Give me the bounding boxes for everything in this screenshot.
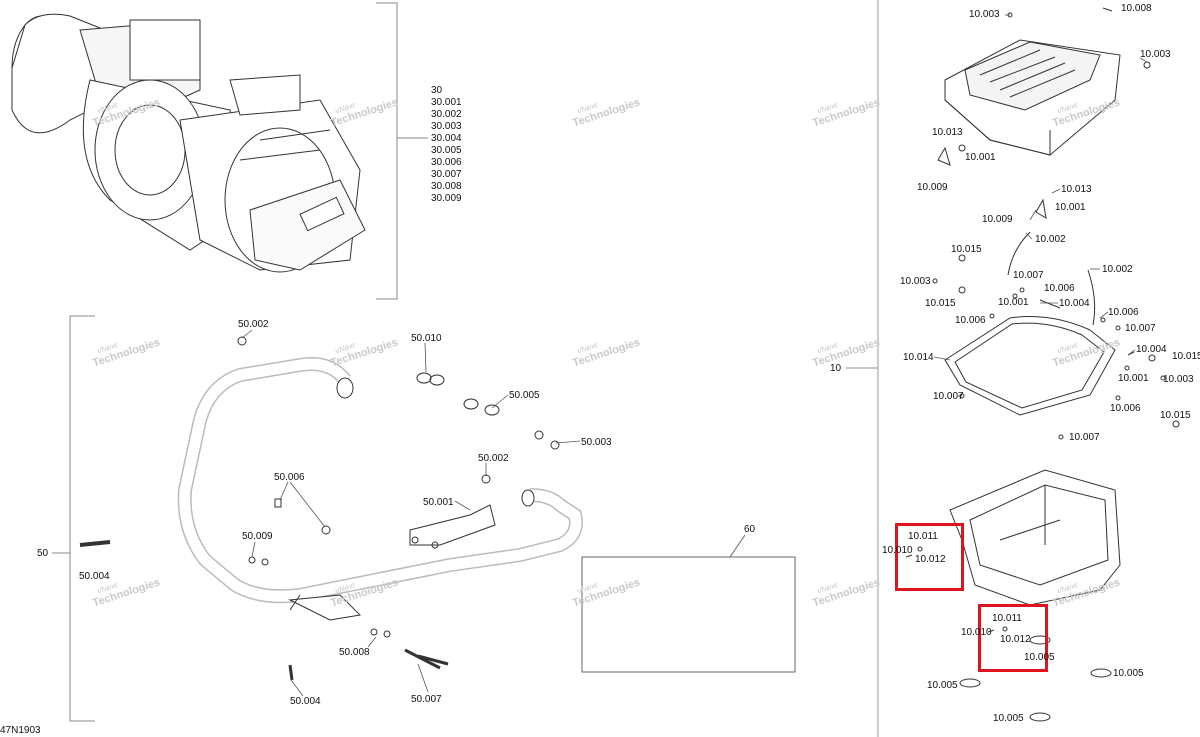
part-label-10-013[interactable]: 10.013 <box>1061 184 1092 195</box>
part-label-10-001[interactable]: 10.001 <box>1118 373 1149 384</box>
winch-part-30-003[interactable]: 30.003 <box>431 121 462 132</box>
part-label-10-007[interactable]: 10.007 <box>1125 323 1156 334</box>
winch-drawing <box>11 13 366 273</box>
part-label-10-015[interactable]: 10.015 <box>1172 351 1200 362</box>
part-label-10-010[interactable]: 10.010 <box>961 627 992 638</box>
part-label-10-006[interactable]: 10.006 <box>1108 307 1139 318</box>
part-label-10-006[interactable]: 10.006 <box>955 315 986 326</box>
part-label-10-002[interactable]: 10.002 <box>1035 234 1066 245</box>
part-label-10-007[interactable]: 10.007 <box>1069 432 1100 443</box>
part-label-10-001[interactable]: 10.001 <box>998 297 1029 308</box>
group-ref-50[interactable]: 50 <box>37 548 49 559</box>
winch-part-30-006[interactable]: 30.006 <box>431 157 462 168</box>
bumper-bracket <box>69 315 95 722</box>
winch-part-30[interactable]: 30 <box>431 85 443 96</box>
winch-part-30-009[interactable]: 30.009 <box>431 193 462 204</box>
part-label-10-005[interactable]: 10.005 <box>927 680 958 691</box>
part-label-50-004[interactable]: 50.004 <box>79 571 110 582</box>
part-label-50-009[interactable]: 50.009 <box>242 531 273 542</box>
part-label-10-002[interactable]: 10.002 <box>1102 264 1133 275</box>
winch-part-30-002[interactable]: 30.002 <box>431 109 462 120</box>
box-hardware <box>905 7 1180 633</box>
part-label-10-015[interactable]: 10.015 <box>925 298 956 309</box>
seal-drawing <box>944 316 1116 416</box>
part-label-10-005[interactable]: 10.005 <box>1113 668 1144 679</box>
part-label-50-010[interactable]: 50.010 <box>411 333 442 344</box>
part-label-10-003[interactable]: 10.003 <box>1140 49 1171 60</box>
group-ref-10[interactable]: 10 <box>830 363 842 374</box>
part-label-10-003[interactable]: 10.003 <box>900 276 931 287</box>
part-label-50-006[interactable]: 50.006 <box>274 472 305 483</box>
part-label-10-001[interactable]: 10.001 <box>965 152 996 163</box>
part-label-10-003[interactable]: 10.003 <box>1163 374 1194 385</box>
bumper-drawing <box>79 336 583 681</box>
part-label-50-002[interactable]: 50.002 <box>238 319 269 330</box>
part-label-10-006[interactable]: 10.006 <box>1110 403 1141 414</box>
part-label-10-006[interactable]: 10.006 <box>1044 283 1075 294</box>
winch-bracket <box>376 2 398 300</box>
part-label-10-009[interactable]: 10.009 <box>982 214 1013 225</box>
part-label-50-003[interactable]: 50.003 <box>581 437 612 448</box>
part-label-10-004[interactable]: 10.004 <box>1059 298 1090 309</box>
group-ref-60[interactable]: 60 <box>744 524 756 535</box>
part-label-10-009[interactable]: 10.009 <box>917 182 948 193</box>
part-label-10-015[interactable]: 10.015 <box>951 244 982 255</box>
highlight-box <box>895 523 964 591</box>
part-label-10-001[interactable]: 10.001 <box>1055 202 1086 213</box>
part-label-50-008[interactable]: 50.008 <box>339 647 370 658</box>
part-label-10-010[interactable]: 10.010 <box>882 545 913 556</box>
part-label-10-012[interactable]: 10.012 <box>915 554 946 565</box>
part-label-50-001[interactable]: 50.001 <box>423 497 454 508</box>
storage-lid-drawing <box>944 39 1121 156</box>
part-label-50-002[interactable]: 50.002 <box>478 453 509 464</box>
storage-body-drawing <box>949 469 1121 722</box>
winch-part-30-008[interactable]: 30.008 <box>431 181 462 192</box>
part-label-50-005[interactable]: 50.005 <box>509 390 540 401</box>
winch-part-30-005[interactable]: 30.005 <box>431 145 462 156</box>
part-label-50-007[interactable]: 50.007 <box>411 694 442 705</box>
winch-part-30-007[interactable]: 30.007 <box>431 169 462 180</box>
part-label-10-014[interactable]: 10.014 <box>903 352 934 363</box>
part-label-10-004[interactable]: 10.004 <box>1136 344 1167 355</box>
part-label-10-005[interactable]: 10.005 <box>993 713 1024 724</box>
leader-lines <box>241 14 1148 697</box>
part-label-10-011[interactable]: 10.011 <box>992 613 1022 624</box>
part-label-10-005[interactable]: 10.005 <box>1024 652 1055 663</box>
part-label-10-012[interactable]: 10.012 <box>1000 634 1031 645</box>
part-label-10-003[interactable]: 10.003 <box>969 9 1000 20</box>
figure-id: 47N1903 <box>0 725 41 736</box>
box-60-frame <box>581 556 796 673</box>
part-label-50-004[interactable]: 50.004 <box>290 696 321 707</box>
part-label-10-007[interactable]: 10.007 <box>933 391 964 402</box>
winch-part-30-001[interactable]: 30.001 <box>431 97 462 108</box>
winch-part-30-004[interactable]: 30.004 <box>431 133 462 144</box>
highlight-box <box>978 604 1048 672</box>
part-label-10-013[interactable]: 10.013 <box>932 127 963 138</box>
part-label-10-008[interactable]: 10.008 <box>1121 3 1152 14</box>
part-label-10-007[interactable]: 10.007 <box>1013 270 1044 281</box>
part-label-10-011[interactable]: 10.011 <box>908 531 938 542</box>
part-label-10-015[interactable]: 10.015 <box>1160 410 1191 421</box>
